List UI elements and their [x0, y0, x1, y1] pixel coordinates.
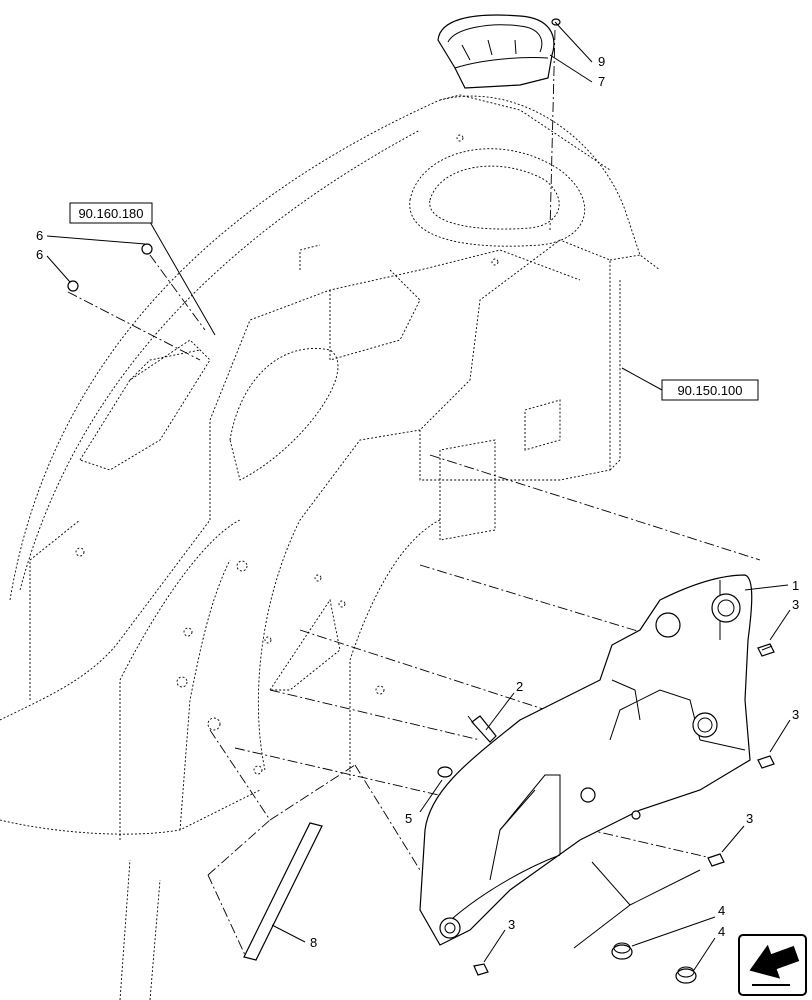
screw-9	[551, 18, 561, 26]
console-cap-part	[437, 14, 555, 89]
reference-label-right: 90.150.100	[677, 383, 742, 398]
reference-box-upper[interactable]: 90.160.180	[69, 202, 153, 224]
reference-box-right[interactable]: 90.150.100	[661, 379, 759, 401]
callout-4b: 4	[718, 924, 725, 939]
pin-6b	[67, 280, 79, 292]
arrow-nav-icon[interactable]	[738, 934, 807, 996]
callout-3c: 3	[746, 811, 753, 826]
side-panel-part	[419, 574, 753, 946]
cap-4a	[611, 942, 633, 960]
callout-6b: 6	[36, 247, 43, 262]
callout-3b: 3	[792, 707, 799, 722]
leader-lines	[46, 21, 791, 971]
spacer-2	[467, 715, 497, 743]
callout-3a: 3	[792, 597, 799, 612]
bolt-3d	[473, 963, 489, 976]
callout-5: 5	[405, 811, 412, 826]
callouts: 1 2 3 3 3 3 4 4 5 6 6 7 8 9	[36, 54, 799, 950]
callout-9: 9	[598, 54, 605, 69]
callout-2: 2	[516, 679, 523, 694]
cap-4b	[675, 966, 697, 984]
assembly-lines	[67, 29, 761, 956]
plug-5	[437, 766, 453, 778]
cab-structure	[0, 94, 661, 1000]
callout-4a: 4	[718, 903, 725, 918]
callout-8: 8	[310, 935, 317, 950]
bolt-3b	[757, 755, 775, 769]
pin-6a	[141, 243, 153, 255]
bolt-3c	[707, 853, 725, 867]
callout-1: 1	[792, 578, 799, 593]
reference-label-upper: 90.160.180	[78, 206, 143, 221]
bolt-3a	[757, 643, 775, 657]
strip-8	[243, 822, 323, 961]
callout-7: 7	[598, 74, 605, 89]
callout-3d: 3	[508, 917, 515, 932]
callout-6a: 6	[36, 228, 43, 243]
